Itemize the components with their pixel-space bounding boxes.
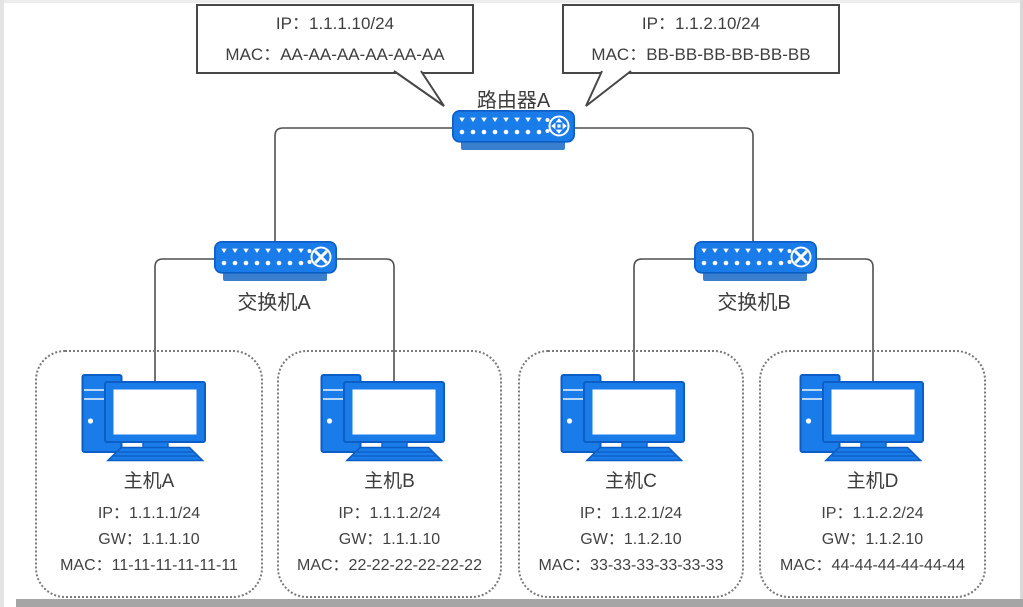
frame-edge-right [1020,0,1023,607]
router-ip-callout-right: IP：1.1.2.10/24 MAC：BB-BB-BB-BB-BB-BB [562,4,840,74]
desktop-computer-icon [799,370,931,462]
desktop-computer-icon [320,370,452,462]
switch-a-icon [214,241,337,283]
host-b-gw: GW：1.1.1.10 [338,531,441,548]
host-d-gw: GW：1.1.2.10 [821,531,924,548]
router-label: 路由器A [476,90,551,112]
host-a-mac: MAC：11-11-11-11-11-11 [60,557,238,574]
host-b-ip: IP：1.1.1.2/24 [338,505,441,522]
host-c-mac: MAC：33-33-33-33-33-33 [538,557,724,574]
callout-tail-right [585,70,632,107]
router-icon [452,110,575,152]
switch-b-icon [694,241,817,283]
frame-edge-top [0,0,1023,3]
host-c-name: 主机C [605,471,657,492]
link-router-switchB [573,127,754,242]
switch-a-label: 交换机A [237,292,311,314]
host-b-mac: MAC：22-22-22-22-22-22 [297,557,482,574]
switch-b-label: 交换机B [717,292,791,314]
host-a-gw: GW：1.1.1.10 [98,531,200,548]
host-d-ip: IP：1.1.2.2/24 [821,505,924,522]
router-ip-callout-left: IP：1.1.1.10/24 MAC：AA-AA-AA-AA-AA-AA [196,4,474,74]
desktop-computer-icon [81,370,213,462]
host-d-name: 主机D [846,471,899,492]
host-a-name: 主机A [123,471,175,492]
host-a-box [35,350,263,598]
desktop-computer-icon [560,370,692,462]
host-c-ip: IP：1.1.2.1/24 [579,505,683,522]
host-c-gw: GW：1.1.2.10 [580,531,682,548]
frame-edge-left [0,0,4,607]
host-d-mac: MAC：44-44-44-44-44-44 [780,557,965,574]
frame-edge-bottom-bar [16,599,1023,607]
callout-ip-line: IP：1.1.1.10/24 [275,14,395,33]
host-a-ip: IP：1.1.1.1/24 [97,505,201,522]
host-b-name: 主机B [364,471,415,492]
callout-ip-line: IP：1.1.2.10/24 [641,14,761,33]
callout-mac-line: MAC：BB-BB-BB-BB-BB-BB [591,45,811,64]
callout-tail-left [393,70,445,107]
callout-mac-line: MAC：AA-AA-AA-AA-AA-AA [225,45,445,64]
host-c-box [518,350,744,598]
link-router-switchA [274,127,455,242]
